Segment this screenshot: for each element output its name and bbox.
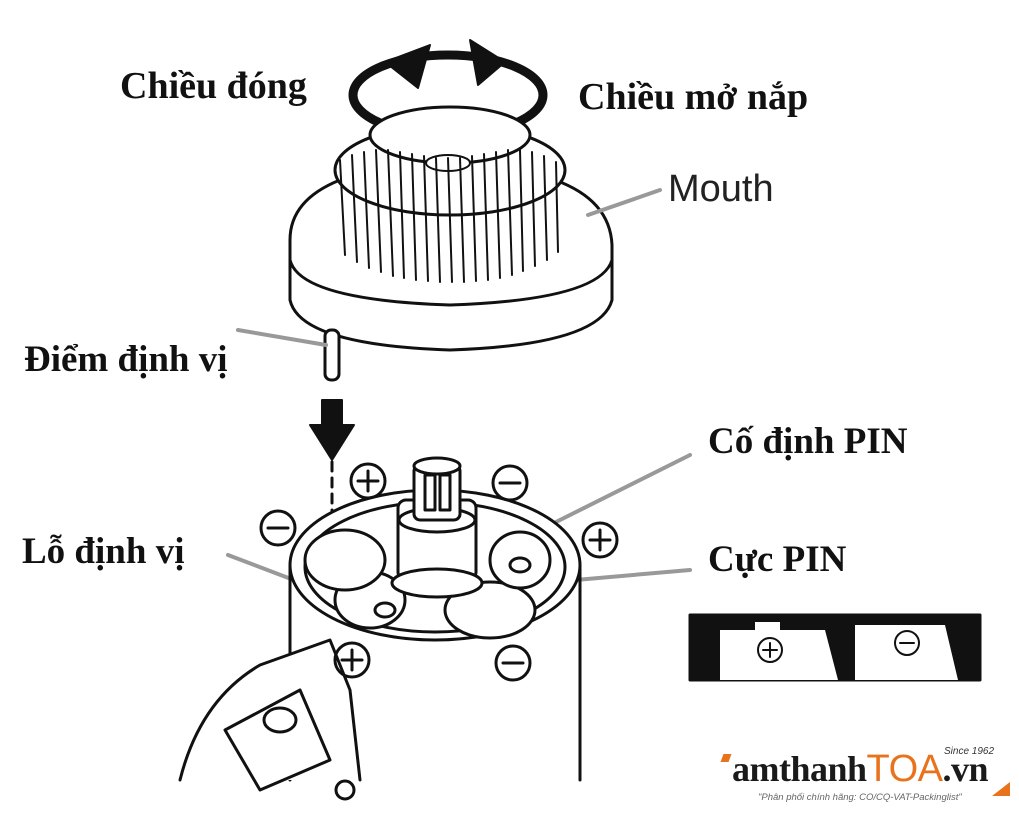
- plus-icon: [333, 641, 371, 679]
- brand-slogan: "Phân phối chính hãng: CO/CQ-VAT-Packing…: [758, 792, 962, 803]
- plus-icon: [581, 521, 619, 559]
- minus-icon: [259, 509, 297, 547]
- label-mouth: Mouth: [668, 168, 774, 210]
- brand-logo: amthanhTOA.vn Since 1962 "Phân phối chín…: [720, 746, 1012, 808]
- label-open-direction: Chiều mở nắp: [578, 76, 809, 118]
- battery-terminal-detail: [688, 613, 982, 682]
- brand-since: Since 1962: [944, 746, 995, 757]
- minus-icon: [894, 630, 920, 656]
- minus-icon: [494, 644, 532, 682]
- label-positioning-hole: Lỗ định vị: [22, 531, 185, 572]
- label-positioning-point: Điểm định vị: [24, 339, 228, 380]
- label-close-direction: Chiều đóng: [120, 65, 307, 107]
- label-battery-holder: Cố định PIN: [708, 421, 908, 462]
- label-battery-terminal: Cực PIN: [708, 539, 847, 580]
- brand-corner-icon: [992, 782, 1010, 796]
- brand-name: amthanhTOA.vn: [732, 748, 989, 790]
- battery-compartment: [178, 456, 582, 801]
- plus-icon: [349, 462, 387, 500]
- minus-icon: [491, 464, 529, 502]
- plus-icon: [757, 637, 783, 663]
- mouth-cap: [288, 105, 614, 382]
